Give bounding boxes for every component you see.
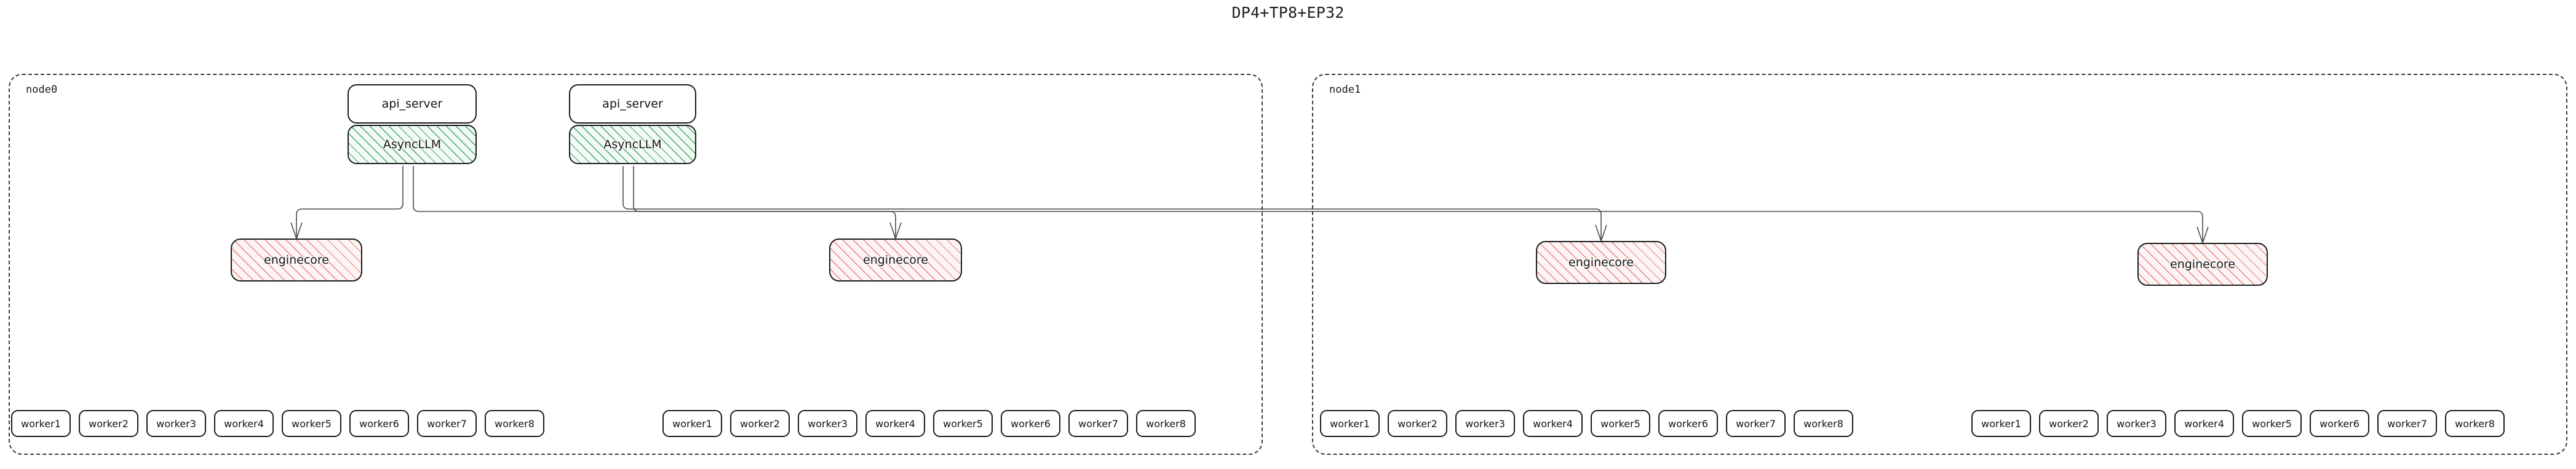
worker-node0-0-8[interactable]: worker8 [485, 410, 544, 437]
worker-node0-0-3[interactable]: worker3 [146, 410, 206, 437]
enginecore-node0-0[interactable]: enginecore [231, 238, 362, 282]
api-server-node0-1[interactable]: api_server [569, 84, 696, 124]
worker-node1-0-3[interactable]: worker3 [1455, 410, 1515, 437]
worker-node1-1-7-label: worker7 [2387, 417, 2427, 430]
worker-node1-0-2[interactable]: worker2 [1388, 410, 1447, 437]
api-server-node0-0[interactable]: api_server [348, 84, 477, 124]
worker-node0-1-2[interactable]: worker2 [730, 410, 790, 437]
api-server-node0-0-label: api_server [381, 97, 443, 111]
worker-node0-1-4-label: worker4 [875, 417, 915, 430]
worker-node1-1-2-label: worker2 [2049, 417, 2089, 430]
worker-node0-0-6[interactable]: worker6 [349, 410, 409, 437]
worker-node1-1-8-label: worker8 [2455, 417, 2495, 430]
worker-node0-1-6-label: worker6 [1011, 417, 1051, 430]
worker-node0-0-7[interactable]: worker7 [417, 410, 477, 437]
worker-node1-0-7[interactable]: worker7 [1726, 410, 1786, 437]
worker-node0-0-5-label: worker5 [292, 417, 332, 430]
worker-node0-0-2-label: worker2 [89, 417, 129, 430]
worker-node1-1-2[interactable]: worker2 [2039, 410, 2099, 437]
worker-node1-1-4-label: worker4 [2184, 417, 2224, 430]
worker-node0-0-2[interactable]: worker2 [79, 410, 138, 437]
node-label-node1: node1 [1329, 84, 1361, 96]
worker-node0-1-2-label: worker2 [740, 417, 780, 430]
asyncllm-node0-1-label: AsyncLLM [603, 138, 662, 151]
worker-node0-1-5-label: worker5 [943, 417, 983, 430]
worker-node1-1-7[interactable]: worker7 [2377, 410, 2437, 437]
worker-node1-1-8[interactable]: worker8 [2445, 410, 2505, 437]
asyncllm-node0-0-label: AsyncLLM [383, 138, 442, 151]
worker-node1-0-6-label: worker6 [1668, 417, 1708, 430]
worker-node0-1-3[interactable]: worker3 [798, 410, 857, 437]
worker-node1-0-7-label: worker7 [1736, 417, 1776, 430]
worker-node1-1-3-label: worker3 [2117, 417, 2157, 430]
enginecore-node1-1[interactable]: enginecore [2137, 243, 2268, 286]
worker-node0-1-7-label: worker7 [1078, 417, 1118, 430]
worker-node1-1-5[interactable]: worker5 [2242, 410, 2302, 437]
worker-node1-0-8-label: worker8 [1803, 417, 1843, 430]
enginecore-node1-0[interactable]: enginecore [1536, 241, 1666, 284]
worker-node0-1-7[interactable]: worker7 [1068, 410, 1128, 437]
worker-node0-1-8[interactable]: worker8 [1136, 410, 1196, 437]
worker-node0-0-5[interactable]: worker5 [282, 410, 341, 437]
node-label-node0: node0 [26, 84, 58, 96]
worker-node0-1-4[interactable]: worker4 [865, 410, 925, 437]
worker-node1-1-5-label: worker5 [2252, 417, 2292, 430]
worker-node0-0-4[interactable]: worker4 [214, 410, 274, 437]
worker-node0-0-4-label: worker4 [224, 417, 264, 430]
node-cluster-node0: node0 [9, 74, 1263, 455]
worker-node1-0-4-label: worker4 [1533, 417, 1573, 430]
worker-node1-1-4[interactable]: worker4 [2174, 410, 2234, 437]
worker-node1-0-2-label: worker2 [1397, 417, 1437, 430]
enginecore-node0-1-label: enginecore [863, 253, 928, 267]
worker-node1-0-3-label: worker3 [1465, 417, 1505, 430]
enginecore-node0-0-label: enginecore [264, 253, 329, 267]
worker-node0-0-1[interactable]: worker1 [11, 410, 71, 437]
worker-node0-1-6[interactable]: worker6 [1001, 410, 1060, 437]
asyncllm-node0-1[interactable]: AsyncLLM [569, 125, 696, 164]
worker-node1-0-4[interactable]: worker4 [1523, 410, 1583, 437]
enginecore-node1-0-label: enginecore [1568, 256, 1634, 269]
worker-node1-0-5-label: worker5 [1600, 417, 1640, 430]
worker-node1-1-1[interactable]: worker1 [1971, 410, 2031, 437]
worker-node0-1-1-label: worker1 [672, 417, 712, 430]
api-server-node0-1-label: api_server [602, 97, 663, 111]
worker-node1-1-3[interactable]: worker3 [2107, 410, 2166, 437]
worker-node1-0-6[interactable]: worker6 [1658, 410, 1718, 437]
worker-node0-0-7-label: worker7 [427, 417, 467, 430]
worker-node1-0-1[interactable]: worker1 [1320, 410, 1380, 437]
node-cluster-node1: node1 [1312, 74, 2567, 455]
worker-node0-1-1[interactable]: worker1 [662, 410, 722, 437]
asyncllm-node0-0[interactable]: AsyncLLM [348, 125, 477, 164]
worker-node0-0-6-label: worker6 [359, 417, 399, 430]
worker-node0-1-8-label: worker8 [1146, 417, 1186, 430]
worker-node0-0-1-label: worker1 [21, 417, 61, 430]
page-title: DP4+TP8+EP32 [1231, 4, 1345, 22]
worker-node1-0-5[interactable]: worker5 [1591, 410, 1650, 437]
worker-node0-0-8-label: worker8 [495, 417, 535, 430]
worker-node0-1-5[interactable]: worker5 [933, 410, 993, 437]
enginecore-node1-1-label: enginecore [2170, 258, 2235, 271]
worker-node1-0-1-label: worker1 [1330, 417, 1370, 430]
worker-node1-0-8[interactable]: worker8 [1794, 410, 1853, 437]
worker-node1-1-1-label: worker1 [1981, 417, 2021, 430]
worker-node1-1-6[interactable]: worker6 [2310, 410, 2369, 437]
enginecore-node0-1[interactable]: enginecore [829, 238, 962, 282]
worker-node0-1-3-label: worker3 [808, 417, 848, 430]
worker-node0-0-3-label: worker3 [156, 417, 196, 430]
worker-node1-1-6-label: worker6 [2320, 417, 2359, 430]
